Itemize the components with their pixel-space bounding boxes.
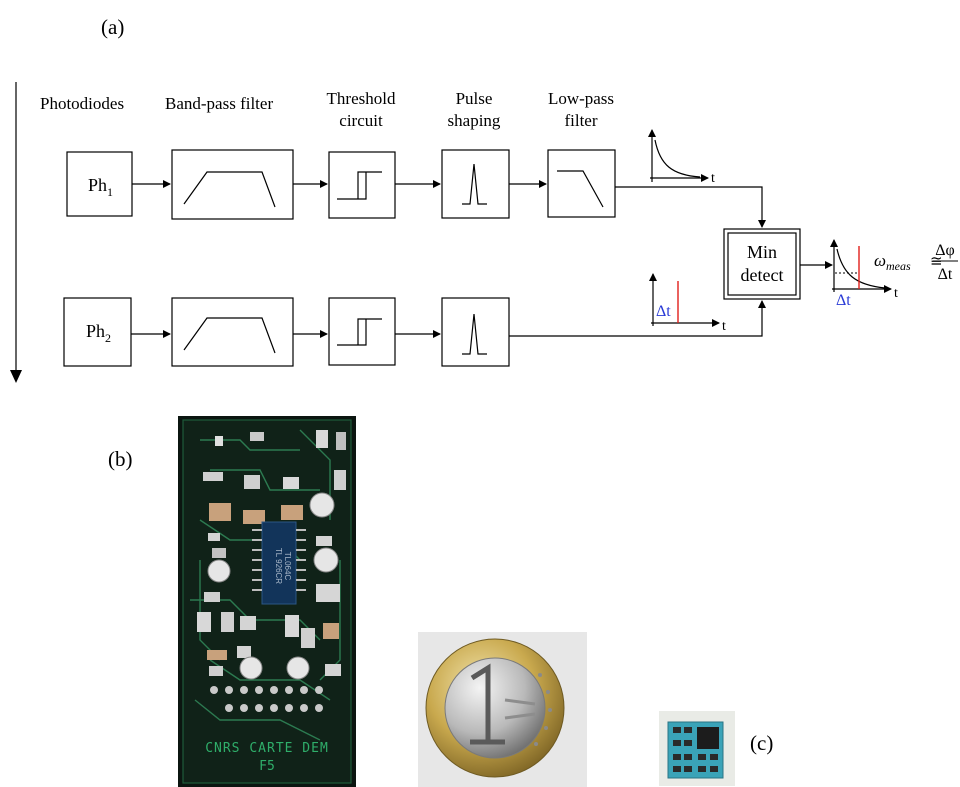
- ch1-decay-curve: [654, 139, 701, 178]
- ch1-output-wire: [615, 186, 766, 228]
- ph2-label: Ph2: [86, 321, 111, 345]
- out-plot-t-label: t: [894, 286, 898, 301]
- header-lowpass-line2: filter: [564, 111, 597, 130]
- pcb-photo: TL 926CR TL064C CNRS CARTE DEM F5: [178, 416, 356, 787]
- coin-map-lines: [504, 698, 536, 720]
- ph1-label: Ph1: [88, 175, 113, 199]
- formula-denominator: Δt: [938, 266, 953, 283]
- pcb-ic-chip: [261, 521, 297, 605]
- formula-numerator: Δφ: [935, 242, 955, 259]
- header-bandpass: Band-pass filter: [165, 94, 273, 113]
- ch1-plot-t-label: t: [711, 171, 715, 186]
- bandpass-block-2: [171, 297, 294, 367]
- panel-label-c: (c): [750, 731, 773, 755]
- time-arrow-head: [10, 370, 22, 383]
- panel-label-b: (b): [108, 447, 133, 471]
- formula-omega: ωmeas: [874, 251, 911, 273]
- lowpass-glyph: [557, 170, 604, 208]
- lowpass-block-1: [547, 149, 616, 218]
- threshold-block-2: [328, 297, 396, 366]
- hysteresis-glyph-2: [337, 318, 382, 346]
- pcb-via-pads: [210, 686, 323, 712]
- bandpass-glyph-2: [183, 317, 276, 354]
- bandpass-glyph-1: [183, 171, 276, 208]
- coin-inner-disc: [444, 657, 546, 759]
- min-detect-line2: detect: [741, 265, 784, 285]
- ch2-output-wire: [509, 300, 766, 337]
- header-pulse-line1: Pulse: [456, 89, 493, 108]
- hysteresis-glyph-1: [337, 171, 382, 200]
- out-decay-curve: [836, 248, 886, 289]
- header-lowpass-line1: Low-pass: [548, 89, 614, 108]
- pcb-chip-text-line2: TL064C: [283, 552, 292, 581]
- coin-numeral-one: [470, 663, 505, 745]
- mini-board-chip: [697, 727, 719, 749]
- pulse-glyph-2: [462, 313, 487, 355]
- pcb-silkscreen-line1: CNRS CARTE DEM: [205, 741, 329, 756]
- euro-coin-photo: [418, 632, 587, 787]
- ph2-block: [63, 297, 132, 367]
- mini-board-photo: [659, 711, 735, 786]
- pcb-chip-text-line1: TL 926CR: [274, 548, 283, 584]
- header-threshold-line2: circuit: [339, 111, 383, 130]
- ch2-plot-t-label: t: [722, 319, 726, 334]
- header-photodiodes: Photodiodes: [40, 94, 124, 113]
- bandpass-block-1: [171, 149, 294, 220]
- ch2-delta-t-label: Δt: [656, 303, 671, 320]
- min-detect-line1: Min: [747, 242, 777, 262]
- coin-stars: [534, 673, 552, 746]
- pcb-silkscreen-line2: F5: [259, 759, 275, 774]
- header-threshold-line1: Threshold: [327, 89, 396, 108]
- formula-approx: ≅: [930, 254, 943, 270]
- panel-label-a: (a): [101, 15, 124, 39]
- pcb-components: [197, 430, 346, 680]
- out-delta-t-label: Δt: [836, 292, 851, 309]
- pulse-glyph-1: [462, 163, 487, 205]
- mini-board-components: [673, 727, 718, 772]
- min-detect-inner: [727, 232, 797, 296]
- pcb-ic-pins: [252, 529, 306, 591]
- threshold-block-1: [328, 151, 396, 219]
- header-pulse-line2: shaping: [448, 111, 501, 130]
